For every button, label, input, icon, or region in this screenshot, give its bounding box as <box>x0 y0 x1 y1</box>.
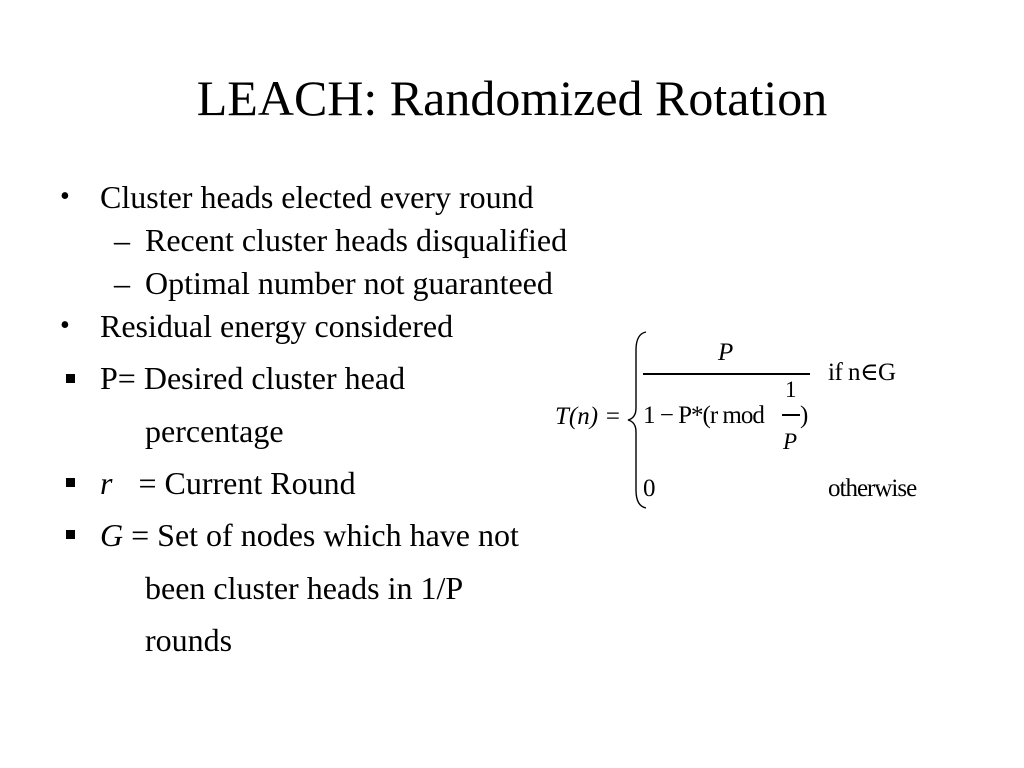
left-brace-icon <box>627 331 647 509</box>
bullet-g-text: = Set of nodes which have not <box>123 517 519 553</box>
bullet-dot-icon: • <box>60 310 70 341</box>
formula-top-numerator: P <box>718 339 734 366</box>
bullet-g-definition-cont2: rounds <box>145 622 233 658</box>
formula-lhs: T(n) = <box>555 403 622 430</box>
subbullet-optimal-number: Optimal number not guaranteed <box>145 265 553 301</box>
subbullet-recent-heads: Recent cluster heads disqualified <box>145 222 568 258</box>
bullet-dot-icon: • <box>60 181 70 212</box>
formula-condition-1: if n∈G <box>828 359 896 386</box>
square-bullet-icon <box>66 478 75 487</box>
dash-icon: – <box>114 222 130 258</box>
slide-title: LEACH: Randomized Rotation <box>196 70 828 126</box>
bullet-residual-energy: Residual energy considered <box>100 308 454 344</box>
formula-inner-numerator: 1 <box>785 377 797 402</box>
formula-main-fraction-bar <box>643 373 810 375</box>
formula-inner-denominator: P <box>783 429 798 454</box>
dash-icon: – <box>114 265 130 301</box>
formula-condition-2: otherwise <box>828 475 917 502</box>
bullet-r-text: = Current Round <box>130 465 356 501</box>
symbol-r: r <box>100 465 113 501</box>
square-bullet-icon <box>66 530 75 539</box>
bullet-cluster-heads-elected: Cluster heads elected every round <box>100 179 534 215</box>
formula-zero: 0 <box>643 475 656 502</box>
formula-denominator: 1 − P*(r mod <box>643 402 765 429</box>
bullet-p-definition-cont: percentage <box>145 413 284 449</box>
formula-inner-fraction-bar <box>782 414 800 416</box>
bullet-g-definition: G = Set of nodes which have not <box>100 515 519 555</box>
bullet-r-definition: r = Current Round <box>100 463 356 503</box>
square-bullet-icon <box>66 374 75 383</box>
bullet-p-definition: P= Desired cluster head <box>100 360 406 396</box>
formula-close-paren: ) <box>800 402 809 429</box>
bullet-g-definition-cont1: been cluster heads in 1/P <box>145 570 464 606</box>
symbol-g: G <box>100 517 124 553</box>
